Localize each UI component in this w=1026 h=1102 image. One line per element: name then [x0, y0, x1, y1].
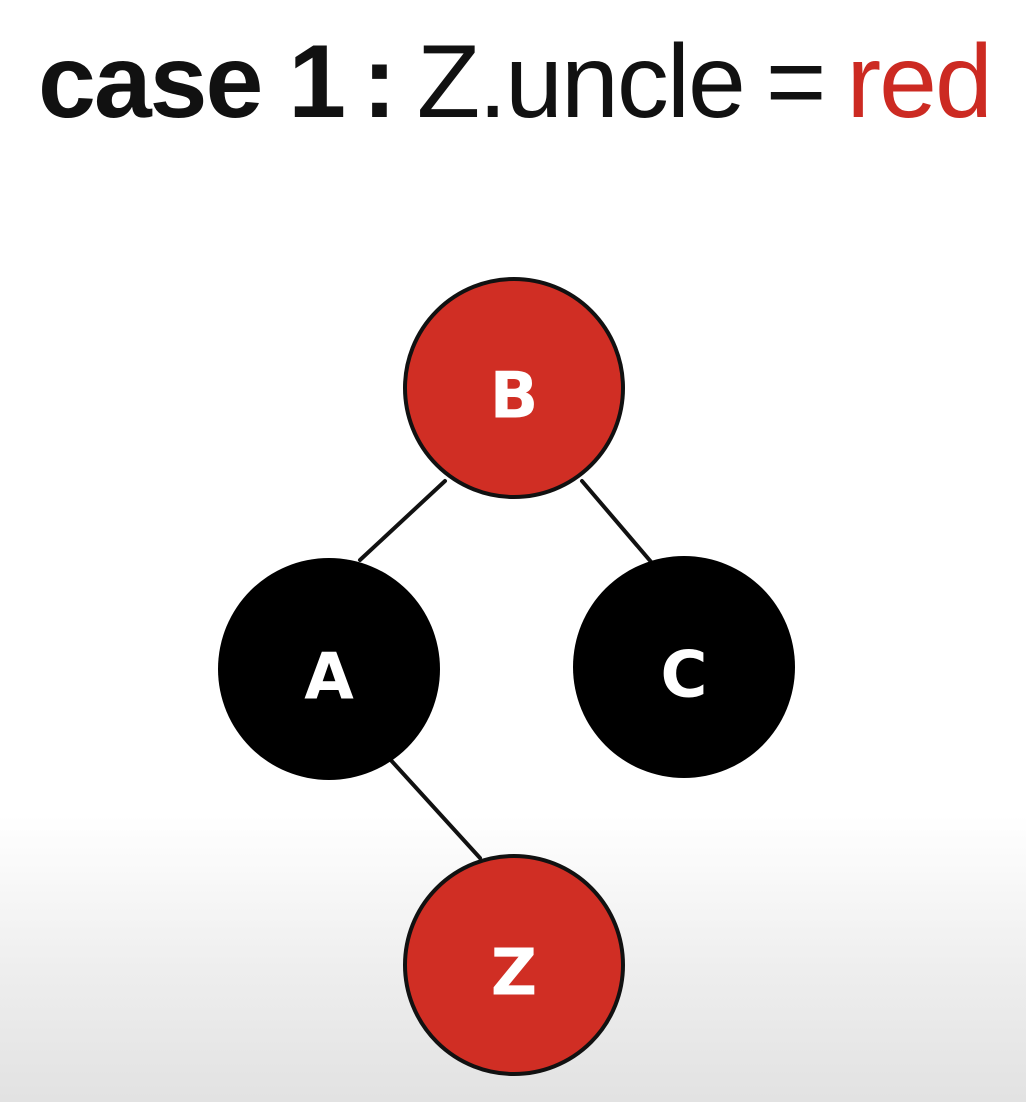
edge-b-a — [358, 479, 447, 562]
edge-b-c — [580, 479, 654, 565]
title-colon: : — [362, 24, 397, 140]
tree-edges — [358, 479, 654, 860]
node-c-label: C — [661, 639, 708, 713]
tree-nodes: B A C Z — [218, 277, 795, 1076]
node-a-circle — [218, 558, 440, 780]
node-a: A — [218, 558, 440, 780]
node-b: B — [403, 277, 625, 499]
node-c: C — [573, 556, 795, 778]
node-z: Z — [403, 854, 625, 1076]
case-label: case 1 — [38, 24, 346, 140]
node-b-label: B — [490, 360, 539, 434]
condition-text: Z.uncle — [416, 24, 746, 140]
node-z-label: Z — [491, 937, 537, 1011]
slide-title: case 1 : Z.uncle = red — [38, 22, 993, 142]
condition-value: red — [846, 24, 993, 140]
node-c-circle — [573, 556, 795, 778]
equals-sign: = — [765, 24, 827, 140]
node-b-circle — [403, 277, 625, 499]
node-z-circle — [403, 854, 625, 1076]
node-a-label: A — [304, 641, 354, 715]
edge-a-z — [386, 755, 482, 860]
